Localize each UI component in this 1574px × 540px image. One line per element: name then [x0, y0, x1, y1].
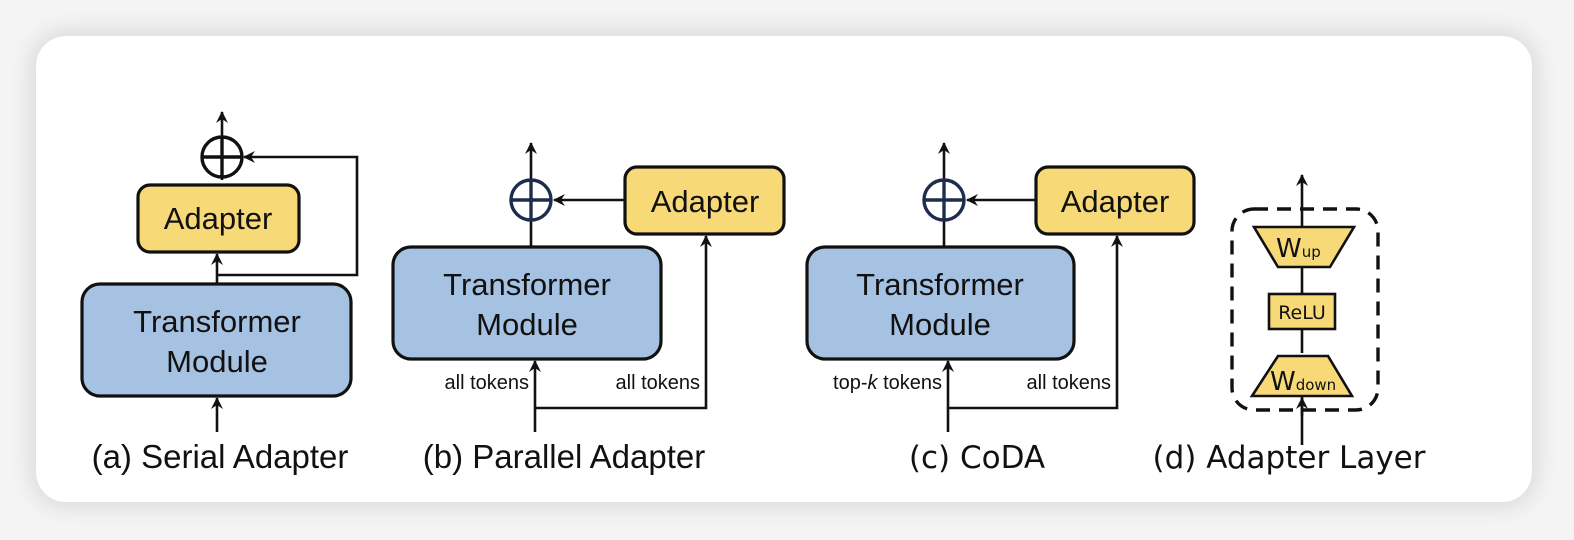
caption-parallel-adapter: (b) Parallel Adapter [423, 438, 705, 475]
adapter-label: Adapter [1061, 184, 1170, 219]
w-down-subscript: down [1296, 376, 1336, 394]
w-up-main: W [1276, 234, 1302, 264]
adapter-box [1034, 165, 1196, 236]
transformer-module-box [80, 282, 353, 398]
left-input-label-prefix: top- [833, 372, 867, 394]
adapter-box [623, 165, 786, 236]
caption-coda: (c) CoDA [909, 440, 1045, 476]
right-input-label: all tokens [1027, 372, 1112, 394]
transformer-label-line2: Module [166, 344, 268, 379]
w-down-block [1249, 354, 1355, 398]
transformer-label-line1: Transformer [133, 304, 301, 339]
caption-adapter-layer: (d) Adapter Layer [1153, 440, 1426, 476]
adapter-layer-outline [1230, 207, 1380, 412]
transformer-label-line1: Transformer [856, 267, 1024, 302]
figure-card [36, 36, 1532, 502]
w-down-main: W [1270, 367, 1296, 397]
panel-coda: Adapter Transformer Module top-k tokens … [805, 142, 1196, 476]
transformer-module-box [391, 245, 663, 361]
adapter-label: Adapter [164, 201, 273, 236]
panel-parallel-adapter: Adapter Transformer Module all tokens al… [391, 142, 786, 475]
caption-serial-adapter: (a) Serial Adapter [92, 438, 349, 475]
w-up-label: Wup [1276, 234, 1321, 264]
w-down-label: Wdown [1270, 367, 1336, 397]
circle-plus-icon [922, 178, 966, 222]
transformer-module-box [805, 245, 1076, 361]
left-input-label-variable: k [868, 372, 879, 394]
adapter-input-arrow [535, 235, 712, 410]
circle-plus-icon [509, 178, 553, 222]
left-input-label-suffix: tokens [878, 372, 942, 394]
transformer-label-line2: Module [476, 307, 578, 342]
left-input-label: all tokens [445, 372, 530, 394]
adapter-label: Adapter [651, 184, 760, 219]
right-input-label: all tokens [616, 372, 701, 394]
circle-plus-icon [200, 135, 244, 179]
panel-adapter-layer: Wup ReLU Wdown (d) Adapter Layer [1153, 174, 1426, 476]
relu-block [1267, 292, 1337, 331]
left-input-label: top-k tokens [833, 372, 942, 394]
transformer-label-line1: Transformer [443, 267, 611, 302]
transformer-label-line2: Module [889, 307, 991, 342]
w-up-block [1251, 225, 1357, 269]
skip-connection-arrow [217, 151, 359, 277]
panel-serial-adapter: Adapter Transformer Module (a) Serial Ad… [80, 111, 359, 475]
relu-label: ReLU [1278, 302, 1326, 324]
w-up-subscript: up [1302, 243, 1321, 261]
adapter-box [136, 183, 301, 254]
adapter-input-arrow [948, 235, 1123, 410]
